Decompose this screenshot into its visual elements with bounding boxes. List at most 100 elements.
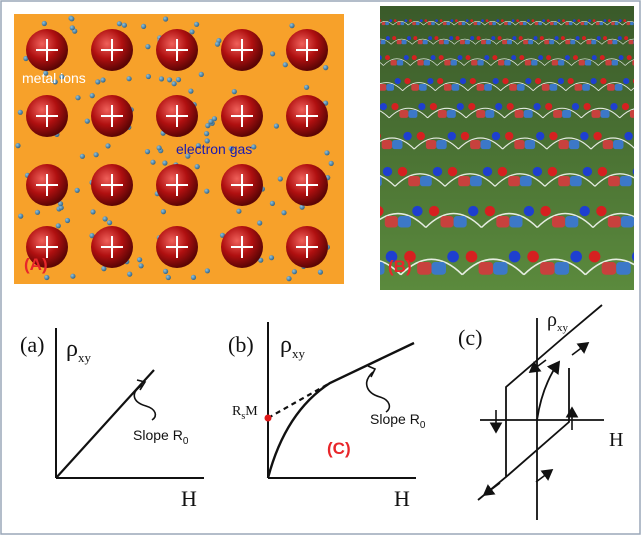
spin-block-blue (516, 84, 525, 91)
spin-arc (408, 21, 424, 26)
atom-blue (511, 55, 517, 61)
electron-dot (15, 143, 21, 149)
electron-dot (281, 210, 287, 216)
spin-block-blue (549, 84, 558, 91)
atom-red (391, 103, 399, 111)
atom-red (380, 19, 382, 22)
electron-dot (100, 77, 106, 83)
electron-dot (228, 146, 234, 152)
electron-dot (44, 274, 50, 281)
spin-block-red (488, 22, 493, 26)
spin-block-red (478, 262, 494, 275)
atom-blue (484, 55, 490, 61)
graph-b: (b) ρxy H RsM Slope R0 (C) (228, 322, 426, 511)
graph-a: (a) ρxy H Slope R0 (20, 328, 204, 511)
graph-c-y-label: ρxy (547, 309, 568, 334)
electron-dot (204, 188, 210, 194)
spin-arc (622, 38, 634, 45)
spin-block-blue (614, 84, 623, 91)
spin-block-blue (431, 22, 435, 26)
spin-block-red (550, 22, 554, 26)
metal-ion (156, 29, 198, 71)
graph-c: (c) ρxy H (458, 304, 623, 520)
atom-red (476, 36, 481, 41)
electron-dot (145, 73, 151, 80)
spin-arc (606, 21, 623, 26)
spin-arc (594, 173, 634, 187)
spin-block-blue (611, 60, 618, 66)
spin-block-red (384, 216, 398, 228)
spin-block-red (586, 40, 592, 45)
spin-block-blue (419, 84, 427, 91)
spin-arc (380, 82, 403, 92)
panel-B-tag: (B) (388, 257, 412, 276)
spin-arc (500, 82, 534, 92)
spin-block-blue (553, 22, 558, 26)
electron-dot (214, 41, 221, 47)
atom-blue (495, 103, 503, 111)
spin-arc (515, 21, 531, 26)
atom-red (588, 250, 601, 263)
spin-block-blue (568, 22, 573, 26)
atom-red (596, 205, 607, 217)
spin-block-red (411, 84, 419, 91)
atom-blue (419, 19, 423, 22)
spin-arc (402, 82, 436, 92)
electron-dot (167, 77, 173, 83)
spin-arc (499, 21, 516, 26)
electron-dot (317, 269, 323, 275)
atom-red (519, 55, 525, 61)
spin-block-blue (422, 40, 428, 45)
atom-blue (491, 36, 496, 41)
spin-arc (411, 38, 434, 45)
metal-ion (26, 95, 68, 137)
spin-block-red (514, 110, 524, 118)
atom-blue (481, 19, 484, 22)
electron-dot (269, 200, 275, 206)
atom-red (545, 103, 553, 111)
electron-dot (69, 16, 75, 22)
spin-block-red (607, 216, 621, 228)
metal-ion (26, 226, 68, 268)
spin-block-blue (591, 40, 597, 45)
spin-block-red (551, 60, 558, 66)
spin-block-blue (484, 84, 492, 91)
spin-block-red (381, 140, 393, 150)
spin-block-red (458, 176, 470, 187)
graph-a-y-label: ρxy (66, 336, 91, 365)
metal-ion (221, 29, 263, 71)
atom-red (560, 36, 565, 41)
spin-block-blue (549, 40, 555, 45)
atom-red (470, 19, 474, 22)
electron-dot (23, 55, 29, 62)
spin-block-red (498, 60, 505, 66)
atom-red (485, 19, 489, 22)
spin-block-blue (599, 22, 604, 26)
atom-blue (523, 205, 535, 217)
spin-block-blue (380, 40, 386, 45)
spin-arc (413, 137, 459, 150)
metal-ion (221, 226, 263, 268)
spin-block-red (553, 110, 563, 118)
spin-arc (576, 21, 593, 26)
atom-blue (596, 36, 601, 41)
atom-red (397, 166, 408, 177)
atom-red (497, 166, 508, 177)
spin-arc (432, 38, 455, 45)
atom-blue (380, 55, 382, 61)
metal-ions-label: metal ions (22, 70, 86, 86)
spin-block-red (605, 60, 612, 66)
spin-block-blue (620, 216, 634, 228)
atom-red (392, 36, 397, 41)
electron-dot (299, 204, 305, 210)
atom-blue (554, 36, 559, 41)
electron-dot (144, 149, 151, 155)
spin-block-red (611, 22, 615, 26)
electron-dot (194, 164, 200, 170)
spin-arc (530, 21, 547, 26)
electron-dot (268, 255, 275, 261)
atom-red (600, 78, 607, 85)
spin-block-red (607, 84, 615, 91)
